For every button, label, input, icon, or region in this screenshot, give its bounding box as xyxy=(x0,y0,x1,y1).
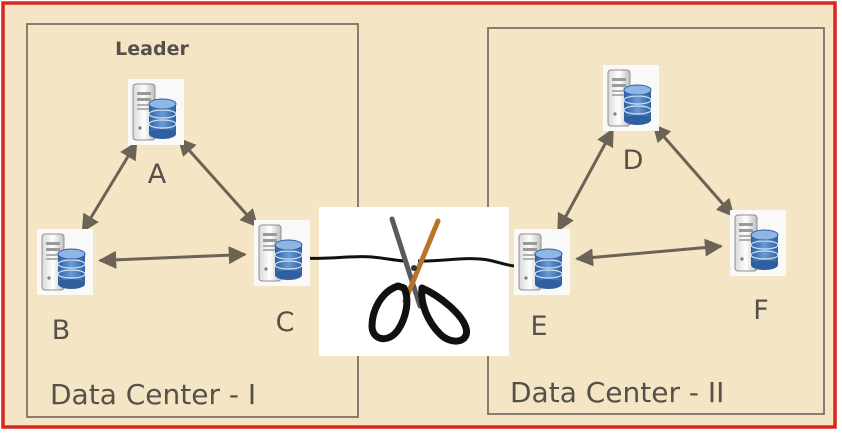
link-a-b xyxy=(81,141,138,233)
cable-right xyxy=(417,257,515,268)
link-d-e xyxy=(556,128,615,232)
node-label-b: B xyxy=(52,315,71,346)
node-label-e: E xyxy=(530,311,547,342)
server-node-f xyxy=(729,209,787,277)
server-node-c xyxy=(253,219,311,287)
node-label-a: A xyxy=(148,159,167,190)
server-node-b xyxy=(36,228,94,296)
cable-left xyxy=(295,255,405,263)
scissors-icon xyxy=(368,216,471,345)
server-node-e xyxy=(513,228,571,296)
link-a-c xyxy=(177,137,259,228)
link-b-c xyxy=(98,246,247,269)
data-center-label-1: Data Center - I xyxy=(50,378,256,411)
node-label-f: F xyxy=(753,295,769,326)
link-d-f xyxy=(652,123,735,218)
leader-label: Leader xyxy=(115,38,189,60)
partition-cut xyxy=(295,207,515,356)
node-label-c: C xyxy=(276,307,295,338)
node-label-d: D xyxy=(623,145,644,176)
server-node-d xyxy=(602,64,660,132)
links-layer xyxy=(81,123,735,269)
data-center-label-2: Data Center - II xyxy=(510,376,724,409)
server-node-a xyxy=(127,78,185,146)
link-e-f xyxy=(575,238,723,267)
